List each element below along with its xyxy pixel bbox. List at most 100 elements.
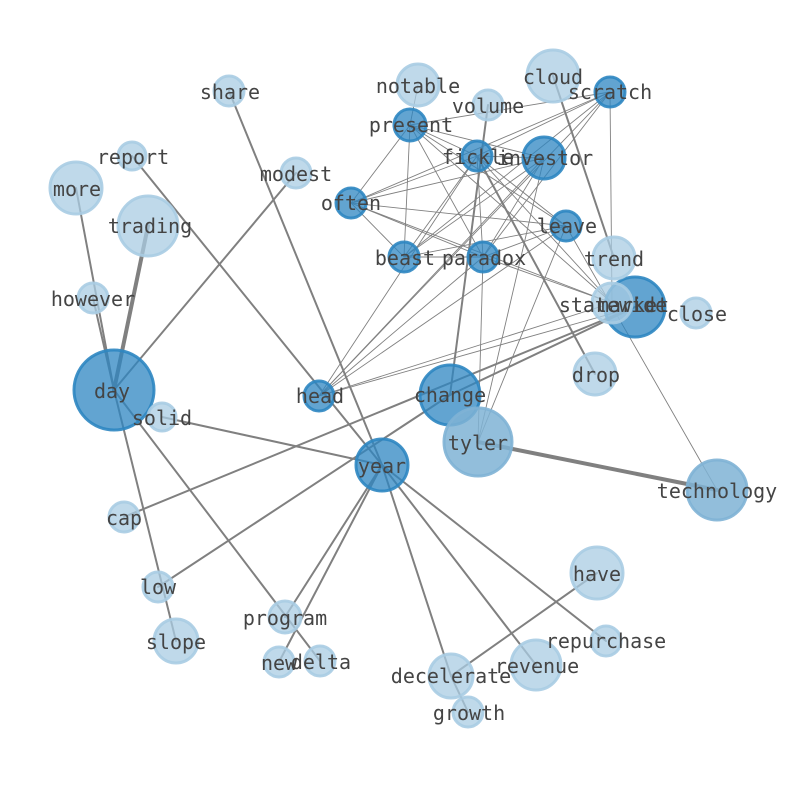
node-label-trading: trading <box>108 214 192 238</box>
edge-change-low <box>157 394 451 588</box>
node-label-close: close <box>667 302 727 326</box>
edge-share-year <box>228 90 383 466</box>
node-label-have: have <box>573 562 621 586</box>
node-cap <box>107 500 141 534</box>
node-label-scratch: scratch <box>568 80 652 104</box>
node-label-drop: drop <box>572 363 620 387</box>
edge-solid-year <box>161 416 383 466</box>
node-label-program: program <box>243 606 327 630</box>
edge-investor-head <box>318 157 545 397</box>
node-new <box>262 645 296 679</box>
edge-report-year <box>131 155 383 466</box>
node-statewide <box>590 281 634 325</box>
node-solid <box>146 401 178 433</box>
edge-investor-often <box>350 157 545 204</box>
node-label-decelerate: decelerate <box>391 664 511 688</box>
node-often <box>334 186 368 220</box>
node-decelerate <box>427 652 475 700</box>
edge-present-leave <box>409 124 567 227</box>
node-label-cap: cap <box>106 506 142 530</box>
node-label-head: head <box>296 384 344 408</box>
node-modest <box>279 156 313 190</box>
edge-scratch-fickle <box>476 91 611 157</box>
node-drop <box>572 351 618 397</box>
edge-fickle-leave <box>476 155 567 227</box>
node-label-new: new <box>261 651 298 675</box>
node-label-trend: trend <box>584 247 644 271</box>
edge-tyler-technology <box>476 440 719 492</box>
edge-investor-tyler <box>477 157 545 443</box>
node-label-cloud: cloud <box>523 65 583 89</box>
node-scratch <box>593 75 627 109</box>
edge-often-paradox <box>350 202 484 258</box>
edge-fickle-head <box>318 155 478 397</box>
node-present <box>392 107 428 143</box>
edge-fickle-drop <box>476 155 596 375</box>
node-label-investor: investor <box>497 146 593 170</box>
node-day <box>72 348 156 432</box>
node-label-low: low <box>140 575 177 599</box>
labels-layer: dayyearchangetylertechnologymarketstatew… <box>51 65 777 725</box>
node-close <box>679 296 713 330</box>
node-label-modest: modest <box>260 162 332 186</box>
node-trading <box>116 194 180 258</box>
node-label-more: more <box>53 177 101 201</box>
edge-year-new <box>278 464 383 663</box>
edge-year-repurchase <box>381 464 607 642</box>
node-paradox <box>466 240 500 274</box>
edge-fickle-statewide <box>476 155 613 304</box>
node-program <box>267 599 303 635</box>
node-however <box>76 281 110 315</box>
node-label-notable: notable <box>376 74 460 98</box>
node-volume <box>471 88 505 122</box>
edge-fickle-often <box>350 155 478 204</box>
node-label-fickle: fickle <box>442 145 514 169</box>
node-leave <box>549 209 583 243</box>
node-label-report: report <box>97 145 169 169</box>
edge-present-statewide <box>409 124 613 304</box>
node-label-volume: volume <box>452 94 524 118</box>
node-more <box>48 160 104 216</box>
node-label-technology: technology <box>657 479 777 503</box>
node-slope <box>152 617 200 665</box>
node-label-repurchase: repurchase <box>546 629 666 653</box>
node-label-share: share <box>200 80 260 104</box>
edge-leave-tyler <box>477 225 567 443</box>
node-technology <box>685 458 749 522</box>
node-delta <box>303 644 337 678</box>
node-growth <box>451 695 485 729</box>
node-tyler <box>442 406 514 478</box>
edge-often-leave <box>350 202 567 227</box>
edge-fickle-beast <box>403 155 478 258</box>
edge-statewide-head <box>318 302 613 397</box>
node-label-paradox: paradox <box>442 246 526 270</box>
node-label-tyler: tyler <box>448 431 508 455</box>
node-fickle <box>460 139 494 173</box>
edge-investor-beast <box>403 157 545 258</box>
edge-leave-technology <box>565 225 718 491</box>
edge-have-decelerate <box>450 572 598 677</box>
edge-cloud-trend <box>552 75 615 259</box>
node-year <box>354 437 410 493</box>
edge-day-modest <box>113 172 297 391</box>
node-trend <box>591 235 637 281</box>
node-beast <box>387 240 421 274</box>
edge-present-beast <box>403 124 411 258</box>
node-head <box>302 379 336 413</box>
node-label-market: market <box>597 293 669 317</box>
edges-layer <box>75 75 719 713</box>
node-repurchase <box>589 624 623 658</box>
node-label-year: year <box>358 454 406 478</box>
node-label-statewide: statewide <box>559 293 667 317</box>
node-report <box>116 140 148 172</box>
edge-leave-head <box>318 225 567 397</box>
node-label-however: however <box>51 287 135 311</box>
node-revenue <box>509 638 563 692</box>
node-label-beast: beast <box>375 246 435 270</box>
edge-cap-market <box>123 306 636 518</box>
node-label-leave: leave <box>537 214 597 238</box>
node-investor <box>521 135 567 181</box>
node-notable <box>395 62 441 108</box>
node-low <box>141 570 175 604</box>
